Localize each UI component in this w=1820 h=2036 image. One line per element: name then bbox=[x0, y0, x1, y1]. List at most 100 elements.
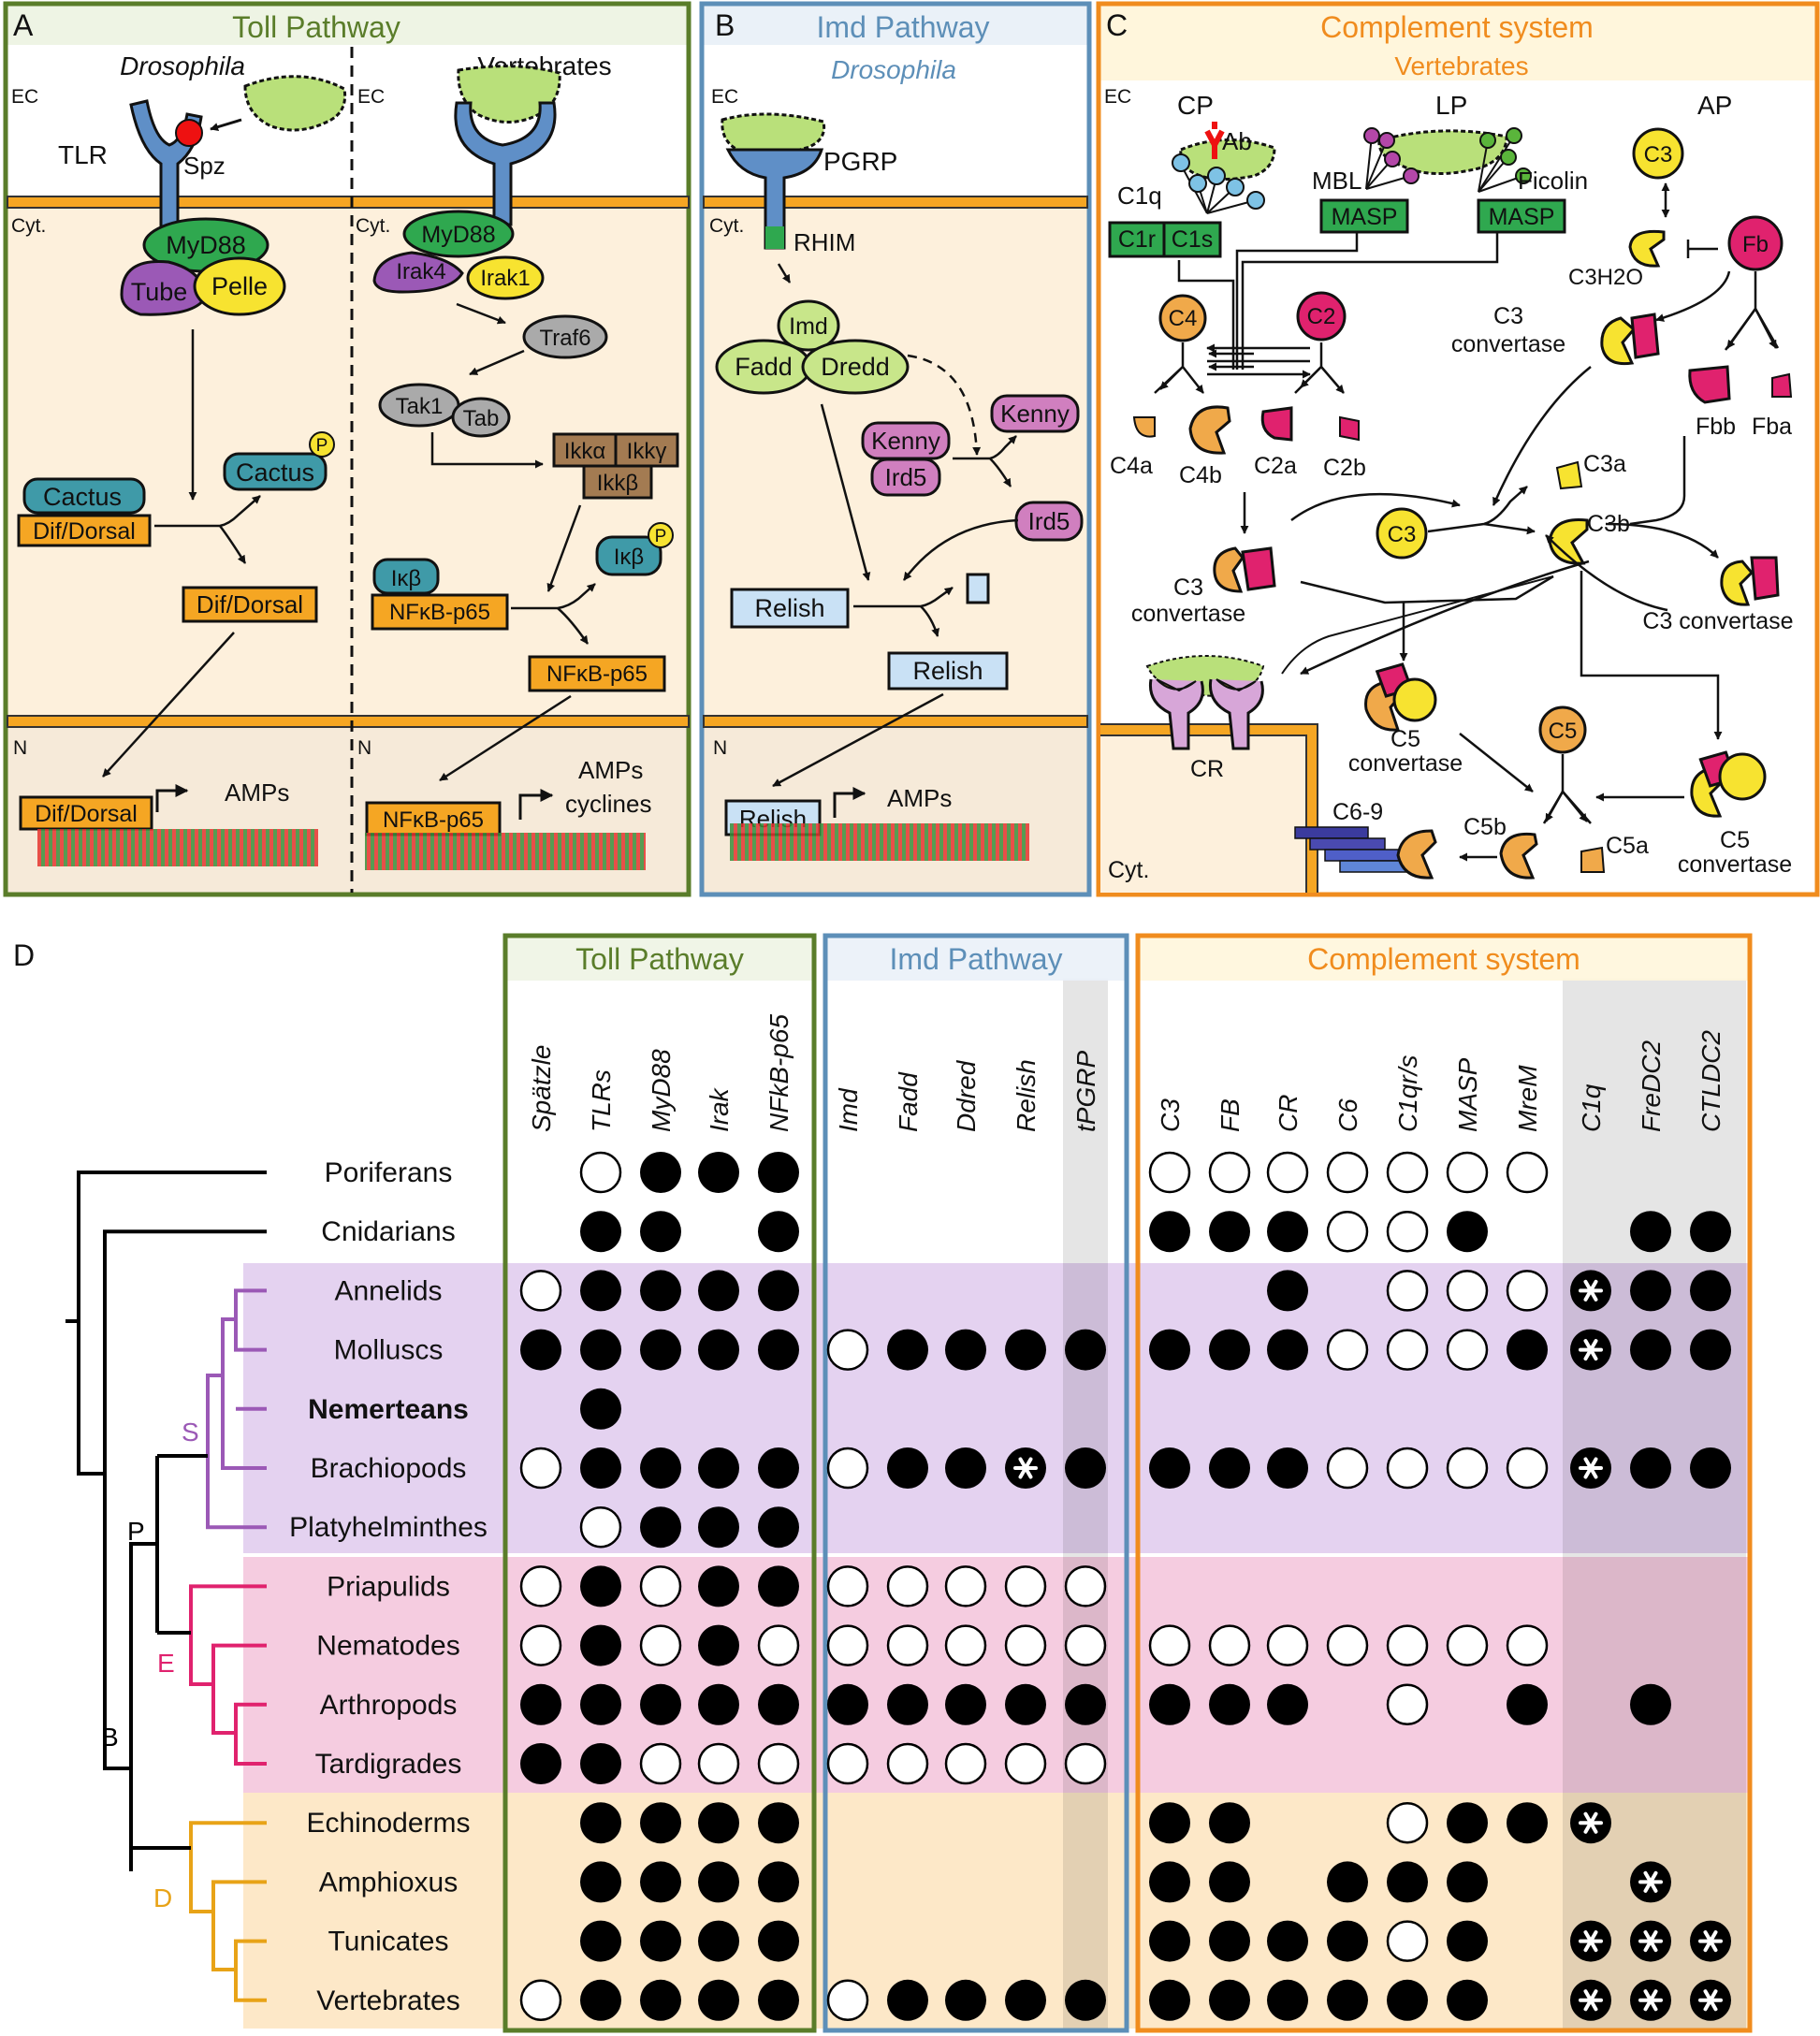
cactus-node bbox=[22, 477, 146, 515]
presence-filled-dot bbox=[1209, 1329, 1250, 1371]
cyt-label: Cyt. bbox=[356, 215, 390, 237]
presence-filled-dot bbox=[1149, 1211, 1190, 1253]
relish-fragment-icon bbox=[966, 573, 990, 604]
presence-open-dot bbox=[944, 1565, 987, 1607]
presence-star-dot bbox=[1570, 1979, 1611, 2021]
c3-label: C3 bbox=[1644, 142, 1673, 167]
taxon-label: Platyhelminthes bbox=[289, 1512, 488, 1543]
presence-filled-dot bbox=[580, 1270, 621, 1312]
c4b-label: C4b bbox=[1179, 462, 1222, 488]
presence-filled-dot bbox=[758, 1920, 799, 1962]
panel-a-toll: A Toll Pathway Drosophila Vertebrates EC… bbox=[3, 1, 692, 897]
amps-label: AMPs bbox=[225, 778, 289, 807]
presence-filled-dot bbox=[580, 1624, 621, 1666]
c3-convertase-c3bbb-icon bbox=[1720, 556, 1780, 606]
panel-d-letter: D bbox=[13, 938, 35, 972]
presence-filled-dot bbox=[1447, 1861, 1488, 1903]
presence-filled-dot bbox=[640, 1329, 681, 1371]
fb-node bbox=[1727, 215, 1784, 271]
presence-open-dot bbox=[826, 1329, 869, 1371]
irak1-node bbox=[466, 255, 545, 300]
relish-node bbox=[730, 588, 850, 629]
cr-label: CR bbox=[1190, 756, 1224, 782]
clade-label: D bbox=[153, 1883, 172, 1912]
ficolin-icon bbox=[1478, 127, 1532, 193]
presence-filled-dot bbox=[758, 1447, 799, 1489]
presence-filled-dot bbox=[640, 1802, 681, 1844]
pelle-node bbox=[193, 256, 286, 316]
c5-convertase-cp-icon bbox=[1364, 662, 1437, 732]
dredd-label: Dredd bbox=[821, 353, 890, 381]
pgrp-label: PGRP bbox=[823, 147, 897, 176]
presence-open-dot bbox=[1446, 1624, 1489, 1666]
c4a-icon bbox=[1132, 416, 1156, 438]
c4-label: C4 bbox=[1169, 306, 1198, 331]
presence-filled-dot bbox=[1149, 1329, 1190, 1371]
presence-filled-dot bbox=[945, 1329, 986, 1371]
c5a-label: C5a bbox=[1606, 833, 1649, 859]
presence-open-dot bbox=[639, 1565, 682, 1607]
convertase-word-label: convertase bbox=[1131, 601, 1245, 627]
nfkb-node bbox=[371, 593, 509, 631]
presence-open-dot bbox=[1326, 1151, 1369, 1194]
convertase-word-label: convertase bbox=[1451, 331, 1565, 357]
presence-cells bbox=[519, 1151, 1731, 2022]
myd88-node bbox=[402, 210, 515, 258]
presence-filled-dot bbox=[945, 1447, 986, 1489]
c3a-icon bbox=[1555, 460, 1583, 490]
presence-filled-dot bbox=[1209, 1683, 1250, 1725]
ikkb-node bbox=[582, 464, 653, 500]
presence-filled-dot bbox=[1630, 1270, 1671, 1312]
presence-filled-dot bbox=[1209, 1861, 1250, 1903]
presence-open-dot bbox=[1446, 1270, 1489, 1312]
presence-open-dot bbox=[826, 1624, 869, 1666]
presence-filled-dot bbox=[698, 1624, 739, 1666]
presence-filled-dot bbox=[580, 1683, 621, 1725]
c5b-icon bbox=[1499, 832, 1538, 880]
nfkb-label: NFκB-p65 bbox=[546, 662, 648, 687]
c5-label: C5 bbox=[1549, 719, 1578, 744]
cactus-label: Cactus bbox=[43, 483, 122, 511]
ird5-label: Ird5 bbox=[885, 463, 927, 491]
dif-dorsal-node bbox=[19, 795, 153, 831]
presence-filled-dot bbox=[1630, 1329, 1671, 1371]
clade-label: E bbox=[157, 1649, 175, 1678]
presence-filled-dot bbox=[1065, 1447, 1106, 1489]
fbb-label: Fbb bbox=[1696, 414, 1736, 440]
presence-filled-dot bbox=[1630, 1683, 1671, 1725]
phosphate-label: P bbox=[655, 527, 667, 546]
column-header: FreDC2 bbox=[1637, 1040, 1666, 1132]
presence-filled-dot bbox=[758, 1329, 799, 1371]
presence-filled-dot bbox=[1209, 1979, 1250, 2021]
presence-star-dot bbox=[1690, 1920, 1731, 1962]
column-header: Spätzle bbox=[527, 1045, 556, 1132]
presence-open-dot bbox=[519, 1624, 562, 1666]
ird5-node bbox=[870, 458, 941, 497]
taxon-label: Arthropods bbox=[320, 1690, 458, 1721]
ec-label: EC bbox=[357, 86, 385, 108]
ikky-node bbox=[614, 432, 679, 468]
nfkb-label: NFκB-p65 bbox=[389, 600, 490, 625]
relish-label: Relish bbox=[754, 594, 824, 622]
presence-open-dot bbox=[1506, 1624, 1549, 1666]
presence-open-dot bbox=[826, 1565, 869, 1607]
presence-filled-dot bbox=[1690, 1270, 1731, 1312]
presence-filled-dot bbox=[887, 1979, 928, 2021]
presence-open-dot bbox=[1148, 1151, 1191, 1194]
presence-filled-dot bbox=[698, 1683, 739, 1725]
presence-filled-dot bbox=[580, 1329, 621, 1371]
presence-filled-dot bbox=[698, 1802, 739, 1844]
presence-filled-dot bbox=[698, 1861, 739, 1903]
taxon-label: Annelids bbox=[334, 1275, 442, 1306]
presence-filled-dot bbox=[887, 1683, 928, 1725]
column-header: CTLDC2 bbox=[1696, 1030, 1725, 1132]
phosphate-icon bbox=[648, 522, 674, 548]
presence-open-dot bbox=[639, 1624, 682, 1666]
mbl-icon bbox=[1363, 127, 1420, 190]
presence-filled-dot bbox=[1447, 1979, 1488, 2021]
taxon-label: Amphioxus bbox=[319, 1867, 458, 1898]
dna-icon bbox=[730, 823, 1029, 861]
fadd-label: Fadd bbox=[735, 353, 793, 381]
presence-filled-dot bbox=[1630, 1211, 1671, 1253]
presence-open-dot bbox=[757, 1742, 800, 1785]
